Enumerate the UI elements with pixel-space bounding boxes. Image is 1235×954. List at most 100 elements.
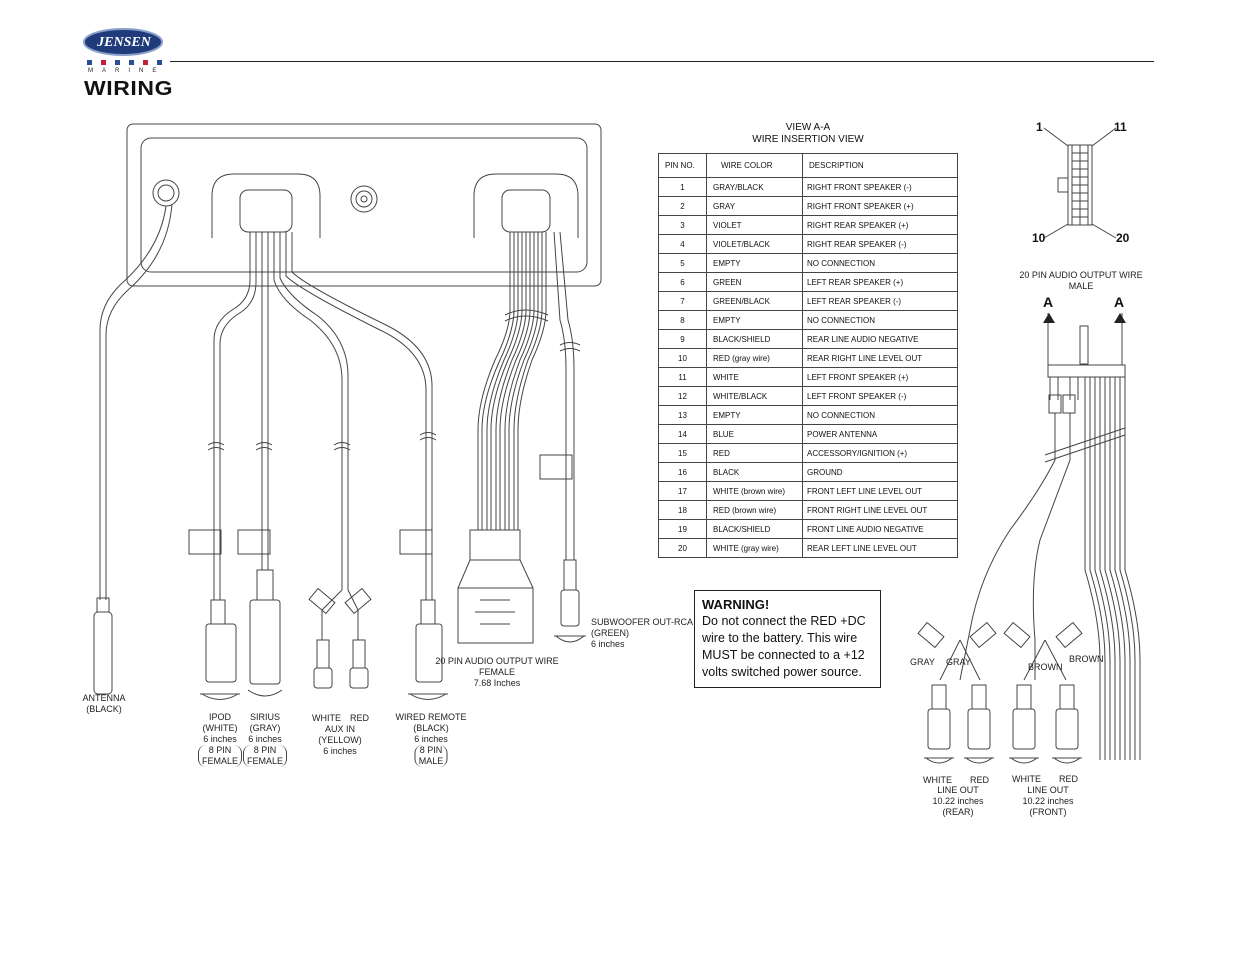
description-cell: FRONT LEFT LINE LEVEL OUT [802, 481, 958, 501]
warning-box: WARNING! Do not connect the RED +DC wire… [694, 590, 881, 688]
sirius-cable-tie [237, 529, 271, 555]
front-brown-label-1: BROWN [1028, 662, 1063, 672]
front-red-label: RED [1059, 774, 1079, 784]
pin-number-cell: 12 [658, 386, 707, 406]
remote-label: WIRED REMOTE (BLACK) 6 inches 8 PIN MALE [395, 712, 467, 767]
description-cell: POWER ANTENNA [802, 424, 958, 444]
wire-color-cell: BLACK/SHIELD [706, 519, 803, 539]
arrow-up-icon [1043, 313, 1055, 323]
pin-number-cell: 5 [658, 253, 707, 273]
col-description: DESCRIPTION [802, 153, 958, 178]
description-cell: LEFT REAR SPEAKER (+) [802, 272, 958, 292]
front-white-label: WHITE [1012, 774, 1041, 784]
pin-number-cell: 2 [658, 196, 707, 216]
rear-red-label: RED [970, 775, 990, 785]
warning-title: WARNING! [702, 597, 770, 612]
aux-label: AUX IN (YELLOW) 6 inches [318, 724, 362, 756]
description-cell: RIGHT REAR SPEAKER (+) [802, 215, 958, 235]
antenna-cable [99, 205, 167, 600]
remote-cable [285, 232, 427, 600]
male-connector-label: 20 PIN AUDIO OUTPUT WIRE MALE [1019, 270, 1143, 291]
wire-color-cell: EMPTY [706, 405, 803, 425]
pin-number-cell: 10 [658, 348, 707, 368]
aux-white-label: WHITE [312, 713, 341, 723]
pin-number-cell: 19 [658, 519, 707, 539]
pin-label-11: 11 [1114, 120, 1127, 134]
ipod-cable-tie [188, 529, 222, 555]
wire-color-cell: GRAY/BLACK [706, 177, 803, 197]
description-cell: REAR LINE AUDIO NEGATIVE [802, 329, 958, 349]
warning-body: Do not connect the RED +DC wire to the b… [702, 614, 866, 679]
wire-color-cell: EMPTY [706, 253, 803, 273]
section-a-left: A [1043, 294, 1054, 310]
wire-color-cell: EMPTY [706, 310, 803, 330]
brand-color-squares [87, 60, 162, 65]
pin-number-cell: 7 [658, 291, 707, 311]
wire-color-cell: WHITE [706, 367, 803, 387]
description-cell: NO CONNECTION [802, 310, 958, 330]
wire-color-cell: BLUE [706, 424, 803, 444]
wire-color-cell: RED [706, 443, 803, 463]
remote-cable-tie [399, 529, 433, 555]
antenna-label: ANTENNA (BLACK) [82, 693, 126, 714]
header-rule [170, 61, 1154, 62]
pin-number-cell: 17 [658, 481, 707, 501]
pin-number-cell: 4 [658, 234, 707, 254]
wire-color-cell: GREEN/BLACK [706, 291, 803, 311]
brand-logo-text: JENSEN [97, 35, 151, 50]
rear-gray-label-2: GRAY [946, 657, 971, 667]
ipod-label: IPOD (WHITE) 6 inches 8 PIN FEMALE [197, 712, 243, 767]
view-caption: VIEW A-A WIRE INSERTION VIEW [752, 122, 864, 145]
description-cell: LEFT REAR SPEAKER (-) [802, 291, 958, 311]
description-cell: LEFT FRONT SPEAKER (-) [802, 386, 958, 406]
pin-number-cell: 3 [658, 215, 707, 235]
section-a-right: A [1114, 294, 1125, 310]
front-brown-label-2: BROWN [1069, 654, 1104, 664]
wire-color-cell: BLACK/SHIELD [706, 329, 803, 349]
subwoofer-cable [553, 231, 567, 560]
aux-red-label: RED [350, 713, 370, 723]
brand-subtitle: MARINE [88, 68, 166, 74]
wire-color-cell: WHITE (brown wire) [706, 481, 803, 501]
page-title: WIRING [84, 78, 174, 100]
jensen-logo-icon [83, 28, 163, 56]
description-cell: ACCESSORY/IGNITION (+) [802, 443, 958, 463]
subwoofer-label: SUBWOOFER OUT-RCA (GREEN) 6 inches [591, 617, 694, 649]
aux-cable [273, 232, 343, 590]
front-line-out-label: LINE OUT 10.22 inches (FRONT) [1022, 785, 1074, 817]
description-cell: GROUND [802, 462, 958, 482]
pin-number-cell: 18 [658, 500, 707, 520]
description-cell: RIGHT FRONT SPEAKER (+) [802, 196, 958, 216]
description-cell: RIGHT FRONT SPEAKER (-) [802, 177, 958, 197]
pin-number-cell: 16 [658, 462, 707, 482]
pin-number-cell: 13 [658, 405, 707, 425]
description-cell: FRONT RIGHT LINE LEVEL OUT [802, 500, 958, 520]
description-cell: NO CONNECTION [802, 405, 958, 425]
pin-number-cell: 1 [658, 177, 707, 197]
description-cell: FRONT LINE AUDIO NEGATIVE [802, 519, 958, 539]
arrow-up-icon [1114, 313, 1126, 323]
rear-white-label: WHITE [923, 775, 952, 785]
col-pin: PIN NO. [658, 153, 707, 178]
wire-color-cell: RED (gray wire) [706, 348, 803, 368]
rear-gray-label-1: GRAY [910, 657, 935, 667]
